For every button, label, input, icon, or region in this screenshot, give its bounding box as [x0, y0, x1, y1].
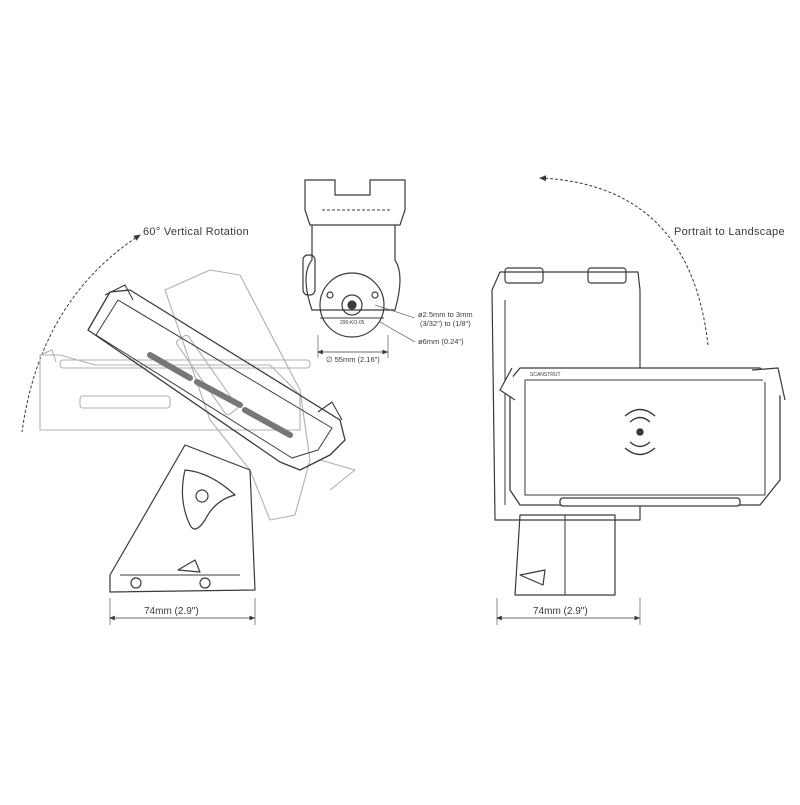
- diameter-value: 55mm (2.16"): [334, 355, 380, 364]
- rotation-label-left: 60° Vertical Rotation: [143, 226, 250, 238]
- ghost-clamp-portrait: [491, 267, 641, 521]
- width-label-left: 74mm (2.9"): [144, 606, 199, 617]
- clamp-brand-text: SCANSTRUT: [530, 372, 561, 378]
- landscape-clamp: [499, 367, 786, 507]
- landscape-stand: [514, 514, 616, 596]
- hole-diameter-label: ø6mm (0.24"): [418, 337, 464, 346]
- diameter-label-center: ∅ 55mm (2.16"): [326, 355, 380, 364]
- center-view-base: [302, 179, 416, 358]
- tilt-stand: [109, 444, 256, 593]
- ghost-clamp-horizontal: [39, 349, 311, 431]
- right-view-rotation: [491, 175, 786, 625]
- main-clamp-tilted: [87, 284, 346, 471]
- width-label-right: 74mm (2.9"): [533, 606, 588, 617]
- rotation-arc-right: [539, 175, 709, 346]
- wireless-charging-icon: [624, 408, 656, 456]
- left-view-rotation: [21, 234, 356, 625]
- base-plate-text: 290-KO-05: [340, 320, 365, 326]
- rotation-label-right: Portrait to Landscape: [674, 226, 785, 238]
- screw-size-label: ø2.5mm to 3mm: [418, 310, 473, 319]
- tilt-knob: [181, 469, 236, 530]
- screw-size-imperial-label: (3/32") to (1/8"): [420, 319, 471, 328]
